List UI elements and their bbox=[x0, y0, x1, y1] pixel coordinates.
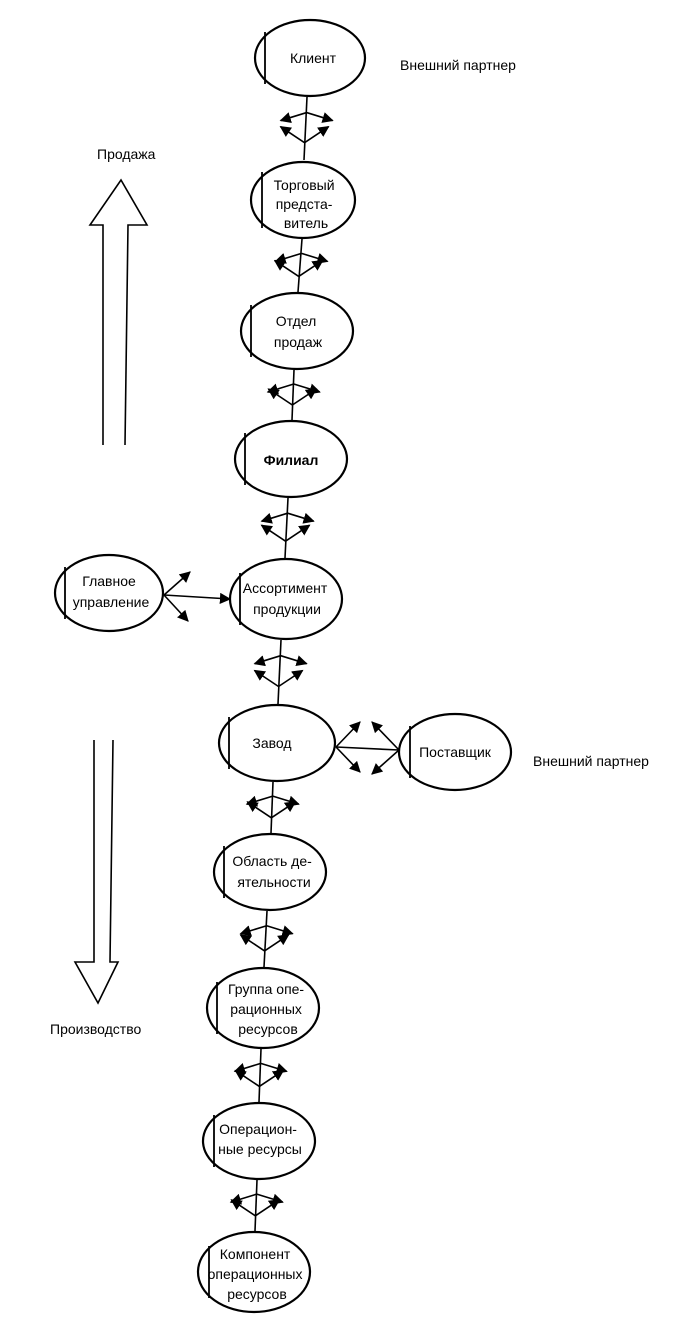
link-assortment-plant bbox=[277, 639, 282, 705]
link-branch-assortment-fan-arrow bbox=[260, 512, 288, 524]
node-resources: Операцион- ные ресурсы bbox=[201, 1101, 317, 1181]
link-resources-component-fan-arrow bbox=[230, 1199, 256, 1217]
link-supplier-fan-arrow bbox=[371, 749, 400, 775]
link-salesdept-branch-fan-arrow bbox=[293, 383, 321, 395]
link-plant-activity bbox=[270, 781, 274, 834]
node-head-office-label: Главное управление bbox=[73, 573, 150, 610]
link-branch-assortment-fan-arrow bbox=[285, 524, 311, 542]
node-resources-label: Операцион- ные ресурсы bbox=[218, 1121, 302, 1157]
link-activity-resourcegroup-fan-arrow bbox=[264, 934, 290, 952]
node-activity-area-label: Область де- ятельности bbox=[232, 853, 315, 890]
production-direction-arrow bbox=[73, 739, 120, 1005]
link-salesrep-salesdept bbox=[297, 238, 303, 293]
node-branch: Филиал bbox=[233, 419, 349, 499]
node-supplier-label: Поставщик bbox=[419, 744, 492, 760]
link-plant-fan-arrow bbox=[335, 721, 361, 748]
link-salesdept-branch bbox=[291, 369, 295, 421]
node-head-office: Главное управление bbox=[53, 553, 165, 633]
link-client-salesrep-fan-arrow bbox=[279, 111, 307, 123]
link-branch-assortment-fan-arrow bbox=[260, 524, 286, 542]
link-plant-supplier bbox=[335, 746, 400, 751]
link-assortment-plant-fan-arrow bbox=[278, 669, 304, 688]
link-resourcegroup-resources-fan-arrow bbox=[233, 1062, 261, 1074]
link-assortment-plant-fan-arrow bbox=[253, 669, 279, 688]
node-sales-dept: Отдел продаж bbox=[239, 291, 355, 371]
sales-direction-arrow bbox=[88, 178, 149, 446]
node-branch-label: Филиал bbox=[264, 452, 319, 468]
link-headoffice-fan-arrow bbox=[163, 571, 191, 596]
link-resources-component-fan-arrow bbox=[254, 1199, 281, 1217]
link-resourcegroup-resources-fan-arrow bbox=[258, 1069, 285, 1088]
link-activity-resourcegroup-fan-arrow bbox=[239, 934, 265, 952]
node-assortment: Ассортимент продукции bbox=[228, 557, 344, 641]
link-salesdept-branch-fan-arrow bbox=[291, 388, 318, 406]
node-supplier: Поставщик bbox=[397, 712, 513, 792]
link-client-salesrep-fan-arrow bbox=[304, 125, 330, 144]
node-assortment-label: Ассортимент продукции bbox=[243, 580, 331, 617]
link-client-salesrep-fan-arrow bbox=[306, 111, 334, 123]
node-resource-group-label: Группа опе- рационных ресурсов bbox=[228, 981, 308, 1037]
node-client-label: Клиент bbox=[290, 50, 337, 66]
node-client: Клиент bbox=[253, 18, 367, 98]
link-supplier-fan-arrow bbox=[371, 721, 400, 751]
node-resource-component: Компонент операционных ресурсов bbox=[196, 1230, 312, 1314]
node-plant-label: Завод bbox=[252, 735, 291, 751]
link-salesrep-salesdept-fan-arrow bbox=[273, 259, 300, 278]
link-resources-component-fan-arrow bbox=[229, 1193, 257, 1205]
node-sales-rep: Торговый предста- витель bbox=[249, 160, 357, 240]
link-headoffice-fan-arrow bbox=[163, 594, 189, 622]
link-resourcegroup-resources bbox=[258, 1048, 262, 1103]
link-branch-assortment bbox=[284, 497, 289, 559]
link-activity-resourcegroup bbox=[263, 910, 268, 968]
node-sales-rep-label: Торговый предста- витель bbox=[274, 177, 339, 231]
sales-label: Продажа bbox=[97, 146, 156, 162]
connectors bbox=[163, 96, 400, 1232]
link-client-salesrep-fan-arrow bbox=[279, 125, 305, 144]
link-client-salesrep bbox=[303, 96, 308, 161]
link-branch-assortment-fan-arrow bbox=[287, 512, 315, 524]
link-plant-activity-fan-arrow bbox=[245, 795, 273, 807]
link-activity-resourcegroup-fan-arrow bbox=[239, 924, 267, 937]
link-assortment-plant-fan-arrow bbox=[253, 654, 281, 667]
link-salesdept-branch-fan-arrow bbox=[267, 388, 293, 406]
node-resource-group: Группа опе- рационных ресурсов bbox=[205, 966, 321, 1050]
external-partner-label-top: Внешний партнер bbox=[400, 57, 516, 73]
link-salesrep-salesdept-fan-arrow bbox=[301, 252, 329, 264]
link-resources-component bbox=[254, 1179, 258, 1232]
link-resourcegroup-resources-fan-arrow bbox=[234, 1069, 260, 1088]
external-partner-label-supplier: Внешний партнер bbox=[533, 753, 649, 769]
production-label: Производство bbox=[50, 1021, 141, 1037]
link-plant-fan-arrow bbox=[335, 746, 361, 773]
link-salesrep-salesdept-fan-arrow bbox=[298, 259, 324, 278]
link-headoffice-assortment bbox=[163, 592, 232, 604]
link-salesrep-salesdept-fan-arrow bbox=[274, 252, 302, 264]
node-plant: Завод bbox=[217, 703, 337, 783]
link-activity-resourcegroup-fan-arrow bbox=[266, 924, 294, 937]
node-resource-component-label: Компонент операционных ресурсов bbox=[208, 1246, 307, 1302]
node-activity-area: Область де- ятельности bbox=[212, 832, 328, 912]
link-plant-activity-fan-arrow bbox=[246, 801, 272, 819]
link-plant-activity-fan-arrow bbox=[270, 801, 297, 819]
link-assortment-plant-fan-arrow bbox=[280, 654, 308, 667]
node-sales-dept-label: Отдел продаж bbox=[274, 313, 323, 350]
